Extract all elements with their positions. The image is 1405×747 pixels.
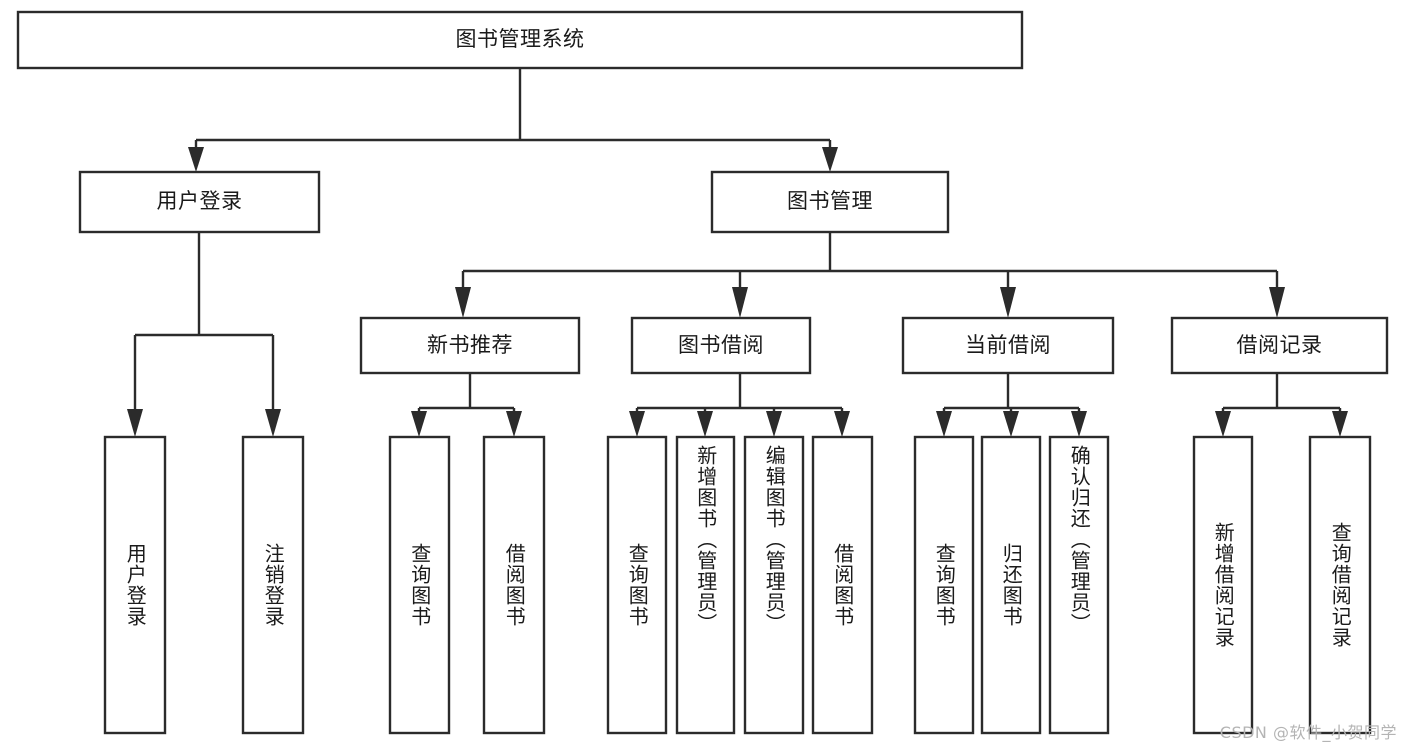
arrow-head-leaf-5	[629, 411, 645, 437]
node-box-user-login[interactable]	[78, 170, 321, 234]
node-book-management[interactable]	[712, 172, 948, 232]
connector-layer	[127, 68, 1348, 437]
node-box-borrow-record[interactable]	[1170, 316, 1389, 375]
node-box-leaf-12[interactable]	[1192, 435, 1254, 735]
arrow-head-leaf-12	[1215, 411, 1231, 437]
arrow-head-leaf-10	[1003, 411, 1019, 437]
node-current-borrowing[interactable]	[903, 318, 1113, 373]
node-box-leaf-9[interactable]	[913, 435, 975, 735]
node-box-leaf-13[interactable]	[1308, 435, 1372, 735]
node-box-leaf-8[interactable]	[811, 435, 874, 735]
node-user-login[interactable]	[80, 172, 319, 232]
arrow-head-current-borrow	[1000, 287, 1016, 318]
arrow-head-leaf-7	[766, 411, 782, 437]
arrow-head-book-borrow	[732, 287, 748, 318]
arrow-head-user-login	[188, 147, 204, 172]
arrow-head-leaf-3	[411, 411, 427, 437]
arrow-head-new-book	[455, 287, 471, 318]
node-box-leaf-5[interactable]	[606, 435, 668, 735]
node-borrow-record[interactable]	[1172, 318, 1387, 373]
arrow-head-leaf-1	[127, 409, 143, 437]
node-box-leaf-1[interactable]	[103, 435, 167, 735]
arrow-head-leaf-13	[1332, 411, 1348, 437]
node-box-leaf-3[interactable]	[388, 435, 451, 735]
arrow-head-leaf-6	[697, 411, 713, 437]
node-box-book-borrowing[interactable]	[630, 316, 812, 375]
node-box-book-management[interactable]	[710, 170, 950, 234]
node-box-new-book-recommend[interactable]	[359, 316, 581, 375]
arrow-head-leaf-9	[936, 411, 952, 437]
node-box-current-borrowing[interactable]	[901, 316, 1115, 375]
node-box-leaf-2[interactable]	[241, 435, 305, 735]
node-box-leaf-4[interactable]	[482, 435, 546, 735]
arrow-head-leaf-11	[1071, 411, 1087, 437]
node-box-leaf-10[interactable]	[980, 435, 1042, 735]
arrow-head-leaf-8	[834, 411, 850, 437]
node-book-borrowing[interactable]	[632, 318, 810, 373]
arrow-head-leaf-4	[506, 411, 522, 437]
node-box-root[interactable]	[16, 10, 1024, 70]
arrow-head-borrow-record	[1269, 287, 1285, 318]
node-box-leaf-7[interactable]	[743, 435, 805, 735]
node-box-layer	[16, 10, 1389, 735]
node-box-leaf-11[interactable]	[1048, 435, 1110, 735]
node-new-book-recommend[interactable]	[361, 318, 579, 373]
node-box-leaf-6[interactable]	[675, 435, 736, 735]
arrow-head-book-mgmt	[822, 147, 838, 172]
node-root[interactable]	[18, 12, 1022, 68]
arrow-head-leaf-2	[265, 409, 281, 437]
